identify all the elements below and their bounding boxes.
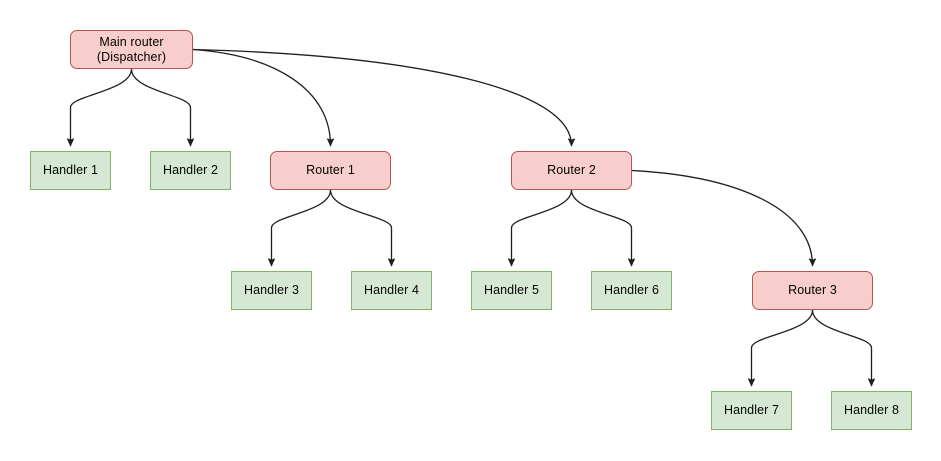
node-label-router-1: Router 1 — [306, 163, 355, 177]
edge-main-router1[interactable] — [192, 48, 331, 146]
node-label-handler-7: Handler 7 — [723, 403, 780, 417]
node-label-router-2: Router 2 — [547, 163, 596, 177]
edge-router3-handler8[interactable] — [811, 309, 872, 386]
edge-router2-handler6[interactable] — [570, 189, 632, 266]
node-handler-1[interactable]: Handler 1 — [30, 151, 111, 190]
node-label-router-3: Router 3 — [788, 283, 837, 297]
edge-main-handler1[interactable] — [71, 68, 133, 146]
node-handler-2[interactable]: Handler 2 — [150, 151, 231, 190]
edge-main-router2[interactable] — [192, 48, 572, 146]
node-main-router[interactable]: Main router (Dispatcher) — [70, 30, 193, 69]
edge-router1-handler4[interactable] — [329, 189, 392, 266]
node-label-handler-2: Handler 2 — [162, 163, 219, 177]
node-router-3[interactable]: Router 3 — [752, 271, 873, 310]
node-router-2[interactable]: Router 2 — [511, 151, 632, 190]
node-router-1[interactable]: Router 1 — [270, 151, 391, 190]
node-label-handler-5: Handler 5 — [483, 283, 540, 297]
node-handler-8[interactable]: Handler 8 — [831, 391, 912, 430]
node-label-handler-6: Handler 6 — [603, 283, 660, 297]
node-handler-3[interactable]: Handler 3 — [231, 271, 312, 310]
node-label-handler-3: Handler 3 — [243, 283, 300, 297]
node-label-handler-1: Handler 1 — [42, 163, 99, 177]
node-handler-6[interactable]: Handler 6 — [591, 271, 672, 310]
node-handler-7[interactable]: Handler 7 — [711, 391, 792, 430]
node-label-handler-4: Handler 4 — [363, 283, 420, 297]
edge-router3-handler7[interactable] — [752, 309, 814, 386]
node-label-handler-8: Handler 8 — [843, 403, 900, 417]
node-label-main-router: Main router (Dispatcher) — [96, 34, 167, 64]
edge-router2-router3[interactable] — [631, 169, 813, 266]
edge-main-handler2[interactable] — [130, 68, 191, 146]
node-handler-5[interactable]: Handler 5 — [471, 271, 552, 310]
edge-router1-handler3[interactable] — [272, 189, 332, 266]
edge-router2-handler5[interactable] — [512, 189, 573, 266]
node-handler-4[interactable]: Handler 4 — [351, 271, 432, 310]
